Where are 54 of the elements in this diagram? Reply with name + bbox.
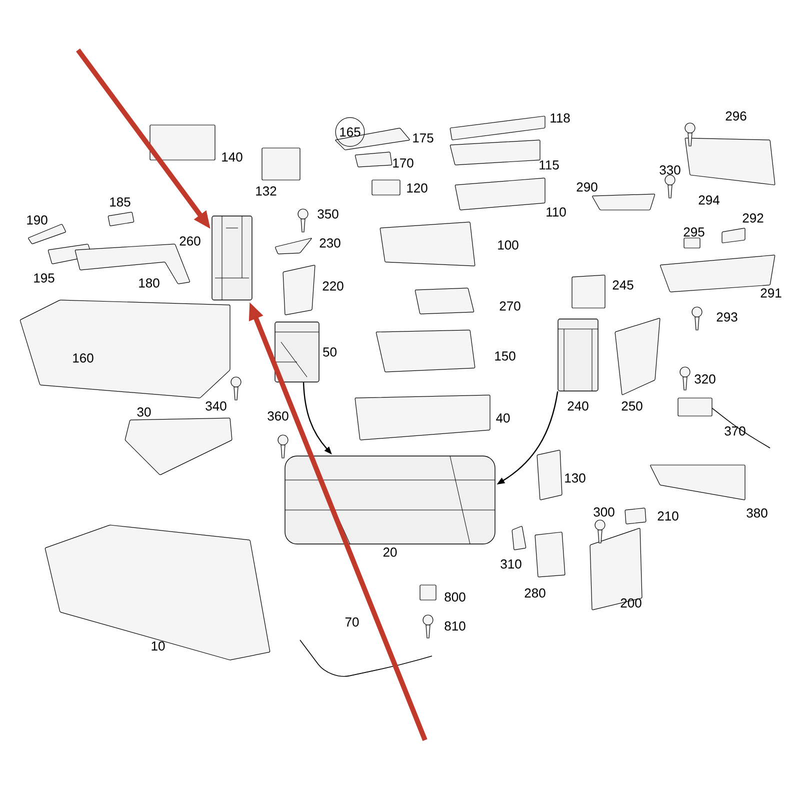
- callout-number: 810: [444, 621, 466, 631]
- callout-number: 245: [612, 280, 634, 290]
- callout-number: 10: [152, 641, 165, 651]
- callout-number: 160: [73, 353, 94, 363]
- callout-number: 320: [694, 374, 716, 384]
- callout-number: 30: [137, 407, 151, 417]
- callout-number: 110: [546, 207, 566, 217]
- callout-number: 200: [620, 598, 642, 608]
- callout-number: 340: [206, 401, 226, 411]
- circled-number: 165: [335, 117, 365, 147]
- callout-number: 360: [268, 411, 288, 421]
- part-drawing: [212, 216, 252, 300]
- callout-number: 40: [496, 413, 510, 423]
- callout-number: 130: [565, 473, 586, 483]
- callout-number: 295: [684, 227, 704, 237]
- callout-number: 100: [498, 240, 518, 250]
- callout-number: 115: [540, 160, 559, 170]
- part-drawing: [558, 318, 598, 392]
- callout-number: 292: [742, 213, 764, 223]
- callout-number: 250: [622, 401, 642, 411]
- callout-number: 280: [524, 588, 546, 598]
- callout-number: 190: [27, 215, 48, 225]
- callout-number: 310: [500, 559, 522, 569]
- callout-number: 132: [256, 186, 276, 196]
- callout-number: 800: [444, 592, 466, 602]
- callout-number: 370: [724, 426, 746, 436]
- console-drawing: [284, 456, 496, 544]
- callout-number: 380: [746, 508, 768, 518]
- callout-number: 350: [318, 209, 338, 219]
- callout-number: 293: [716, 312, 738, 322]
- callout-number: 291: [760, 288, 782, 298]
- callout-number: 118: [550, 113, 570, 123]
- callout-number: 195: [34, 273, 54, 283]
- callout-number: 140: [222, 152, 242, 162]
- callout-number: 240: [568, 401, 588, 411]
- callout-number: 230: [320, 238, 340, 248]
- callout-number: 175: [413, 133, 434, 143]
- callout-number: 70: [345, 617, 359, 627]
- callout-number: 220: [322, 281, 344, 291]
- callout-number: 210: [658, 511, 678, 521]
- callout-number: 330: [660, 165, 680, 175]
- part-drawing: [274, 322, 320, 382]
- callout-number: 120: [407, 183, 428, 193]
- callout-number: 296: [726, 111, 746, 121]
- callout-number: 300: [594, 507, 614, 517]
- callout-number: 290: [576, 182, 598, 192]
- callout-number: 180: [139, 278, 160, 288]
- callout-number: 185: [110, 197, 130, 207]
- callout-number: 50: [323, 347, 336, 357]
- callout-number: 150: [495, 351, 516, 361]
- callout-number: 294: [698, 195, 720, 205]
- callout-number: 270: [500, 301, 520, 311]
- callout-number: 20: [383, 548, 397, 557]
- callout-number: 170: [393, 158, 414, 168]
